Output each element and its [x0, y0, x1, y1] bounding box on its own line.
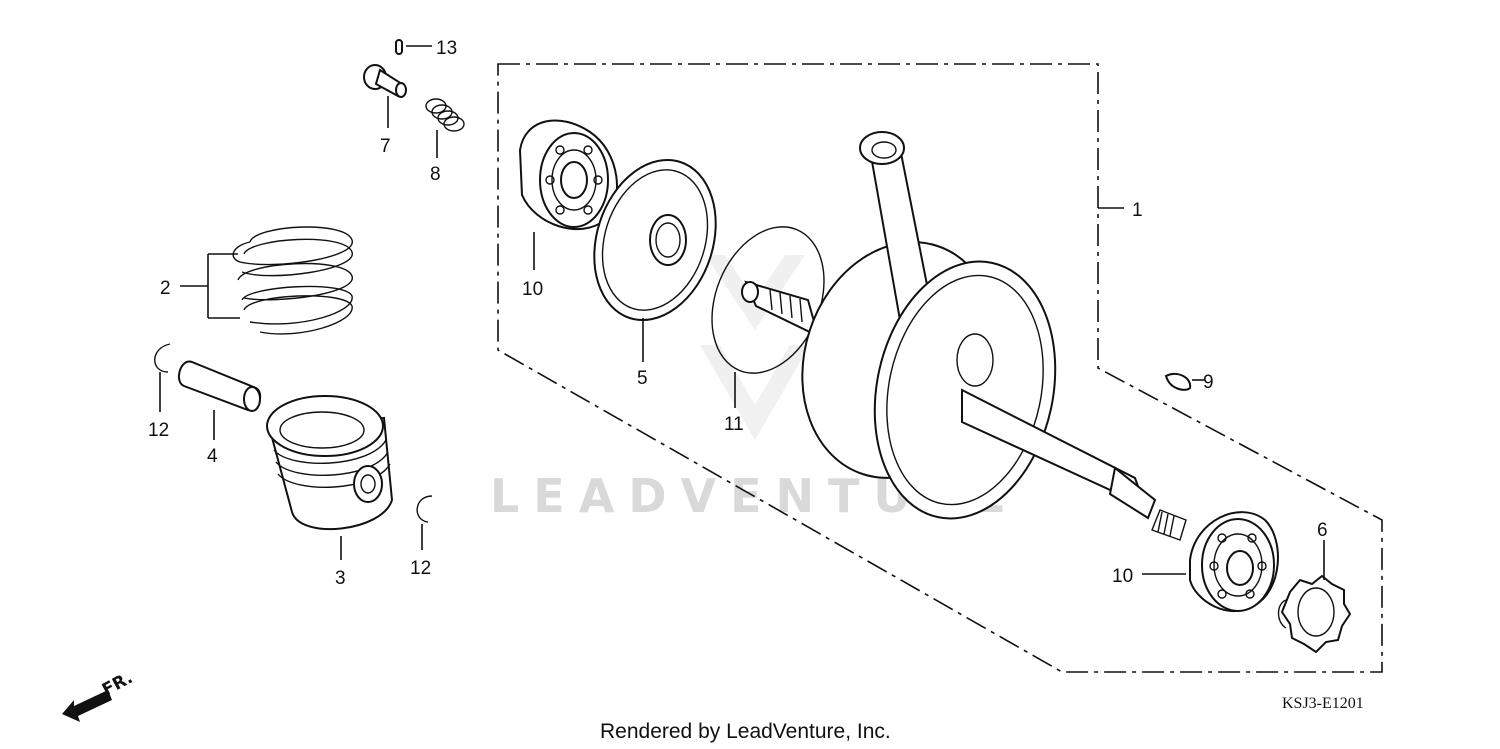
part-10-bearing-right: [1142, 511, 1279, 612]
part-12-circlip-left: [154, 343, 171, 412]
part-9-key: [1164, 372, 1204, 391]
callout-13: 13: [436, 38, 457, 59]
part-6-sprocket: [1277, 540, 1352, 654]
part-8-spring: [425, 98, 465, 158]
part-7-bolt: [363, 64, 407, 128]
part-10-bearing-left: [518, 119, 618, 270]
part-3-piston: [266, 395, 394, 560]
callout-6: 6: [1317, 520, 1328, 541]
callout-10-left: 10: [522, 279, 543, 300]
part-4-piston-pin: [177, 360, 262, 440]
callout-7: 7: [380, 136, 391, 157]
part-2-piston-rings: [180, 226, 353, 335]
callout-12-left: 12: [148, 420, 169, 441]
watermark-logo: [700, 255, 810, 440]
part-5-seal-plate: [593, 158, 717, 362]
callout-12-right: 12: [410, 558, 431, 579]
callout-10-right: 10: [1112, 566, 1133, 587]
part-1-crankshaft: [741, 131, 1187, 541]
part-13-pin: [395, 39, 432, 55]
callout-8: 8: [430, 164, 441, 185]
assembly-boundary: [497, 63, 1383, 673]
callout-2: 2: [160, 278, 171, 299]
callout-9: 9: [1203, 372, 1214, 393]
callout-4: 4: [207, 446, 218, 467]
callout-1: 1: [1132, 200, 1143, 221]
callout-11: 11: [724, 414, 744, 435]
callout-5: 5: [637, 368, 648, 389]
diagram-code: KSJ3-E1201: [1282, 695, 1364, 712]
callout-3: 3: [335, 568, 346, 589]
render-credit: Rendered by LeadVenture, Inc.: [600, 720, 891, 743]
part-12-circlip-right: [416, 495, 433, 550]
front-direction-arrow-icon: [62, 690, 112, 722]
